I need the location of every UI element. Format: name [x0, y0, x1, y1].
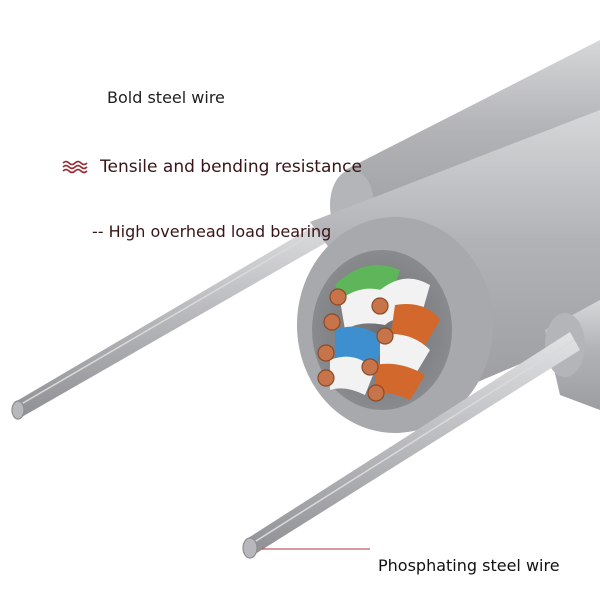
phosphating-steel-wire-label: Phosphating steel wire [378, 556, 560, 575]
tensile-label: Tensile and bending resistance [100, 157, 362, 177]
bold-steel-wire-label: Bold steel wire [107, 88, 225, 107]
wave-icon [62, 160, 88, 174]
overhead-load-label: -- High overhead load bearing [92, 222, 332, 241]
upper-steel-wire [11, 206, 355, 420]
copper-conductors [317, 288, 394, 402]
tensile-label-row: Tensile and bending resistance [62, 157, 362, 177]
lower-steel-wire [242, 332, 580, 559]
